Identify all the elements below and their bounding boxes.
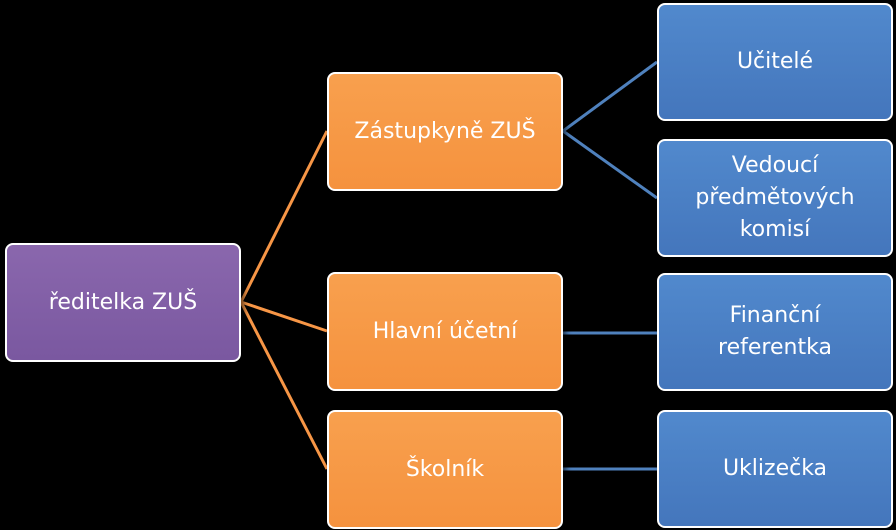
connector-root-zastupkyne	[239, 130, 329, 303]
node-reditelka-label: ředitelka ZUŠ	[48, 289, 198, 315]
node-reditelka: ředitelka ZUŠ	[5, 243, 241, 362]
node-financni-referentka: Finanční referentka	[657, 273, 893, 391]
node-hlavni-ucetni-label: Hlavní účetní	[372, 318, 518, 344]
node-uklizecka: Uklizečka	[657, 410, 893, 528]
connector-zastupkyne-vedouci	[562, 129, 658, 200]
node-zastupkyne-label: Zástupkyně ZUŠ	[354, 118, 536, 144]
node-skolnik: Školník	[327, 410, 563, 529]
node-financni-referentka-label: Finanční referentka	[718, 303, 832, 360]
connector-zastupkyne-ucitele	[562, 60, 658, 133]
connector-root-ucetni	[240, 300, 328, 333]
node-uklizecka-label: Uklizečka	[722, 456, 828, 482]
connector-root-skolnik	[239, 301, 329, 470]
node-vedouci-komisi: Vedoucí předmětových komisí	[657, 139, 893, 257]
node-ucitele-label: Učitelé	[736, 49, 814, 75]
node-hlavni-ucetni: Hlavní účetní	[327, 272, 563, 391]
node-vedouci-komisi-label: Vedoucí předmětových komisí	[695, 153, 855, 242]
node-zastupkyne: Zástupkyně ZUŠ	[327, 72, 563, 191]
node-ucitele: Učitelé	[657, 3, 893, 121]
node-skolnik-label: Školník	[405, 456, 485, 482]
